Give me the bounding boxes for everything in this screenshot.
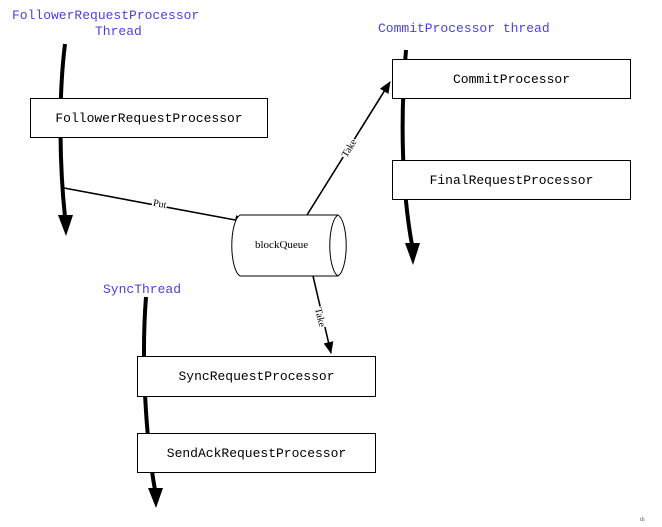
send-ack-request-processor-box: SendAckRequestProcessor (137, 433, 376, 473)
final-request-processor-box: FinalRequestProcessor (392, 160, 631, 200)
corner-mark: th (640, 517, 645, 523)
commit-thread-label: CommitProcessor thread (378, 21, 550, 36)
block-queue-shape (231, 214, 347, 277)
follower-thread-label-line1: FollowerRequestProcessor (12, 8, 200, 23)
follower-thread-arrow (58, 43, 73, 236)
follower-thread-label-line2: Thread (95, 24, 142, 39)
sync-thread-label: SyncThread (103, 282, 182, 297)
block-queue-label: blockQueue (255, 239, 309, 251)
sync-request-processor-box: SyncRequestProcessor (137, 356, 376, 397)
follower-request-processor-box: FollowerRequestProcessor (30, 98, 268, 138)
sync-thread-arrow (142, 296, 163, 508)
commit-processor-box: CommitProcessor (392, 59, 631, 99)
